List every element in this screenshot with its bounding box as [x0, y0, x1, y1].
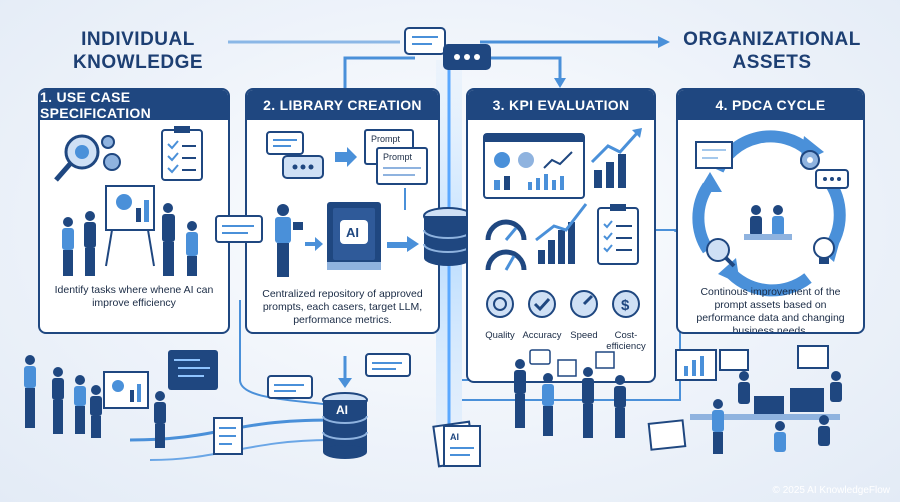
- kpi-cost-efficiency-label: Cost-efficiency: [606, 330, 646, 352]
- gauge-icon: [485, 219, 527, 271]
- document-label: AI: [450, 432, 459, 442]
- svg-text:$: $: [621, 297, 630, 314]
- magnifier-chart-icon: [706, 238, 736, 268]
- panel-description: Centralized repository of approved promp…: [262, 288, 423, 326]
- panel-illustration: Prompt Prompt AI: [266, 129, 428, 277]
- panel-illustration: [692, 130, 849, 297]
- blueprint-icon: [695, 141, 733, 169]
- quality-icon: [486, 290, 514, 318]
- chat-bubble-dots-icon: [282, 155, 324, 179]
- checkmark-icon: [528, 290, 556, 318]
- panel-description: Continous improvement of the prompt asse…: [696, 286, 845, 334]
- panel-title: 3. KPI EVALUATION: [468, 90, 654, 120]
- person-with-tablet-icon: [275, 204, 303, 277]
- arrow-right-icon: [305, 237, 323, 251]
- individual-knowledge-title: INDIVIDUAL KNOWLEDGE: [72, 29, 204, 73]
- ai-database-icon: AI: [322, 392, 368, 459]
- document-stack-icon: AI: [432, 420, 481, 468]
- presenter-group-icon: [24, 355, 166, 448]
- team-discussion-icon: [514, 349, 626, 438]
- database-icon: [423, 207, 473, 266]
- magnifier-gears-icon: [54, 134, 121, 182]
- footer-copyright: © 2025 AI KnowledgeFlow: [772, 485, 890, 496]
- speedometer-icon: [570, 290, 598, 318]
- database-label: AI: [336, 403, 348, 417]
- panel-illustration: [54, 126, 203, 276]
- chat-bubble-icon: [365, 353, 411, 377]
- panel-title: 2. LIBRARY CREATION: [247, 90, 438, 120]
- arrow-right-icon: [387, 236, 419, 252]
- ai-book-icon: AI: [327, 202, 381, 270]
- arrow-right-icon: [335, 147, 357, 167]
- dashboard-screen-icon: [483, 133, 585, 199]
- prompt-card-label: Prompt: [383, 152, 413, 162]
- panel-kpi-evaluation: 3. KPI EVALUATION: [466, 88, 656, 383]
- prompt-cards-icon: Prompt Prompt: [364, 129, 428, 185]
- kpi-quality-label: Quality: [485, 330, 515, 341]
- panel-pdca-cycle: 4. PDCA CYCLE Continous: [676, 88, 865, 334]
- chat-bubble-icon: [404, 27, 446, 55]
- kpi-accuracy-label: Accuracy: [522, 330, 562, 341]
- code-window-icon: [168, 350, 218, 390]
- panel-title: 1. USE CASE SPECIFICATION: [40, 90, 228, 121]
- bar-chart-rising-icon: [535, 203, 588, 264]
- team-meeting-icon: [744, 205, 792, 240]
- growth-chart-icon: [590, 128, 642, 188]
- chat-bubble-dots-icon: [443, 44, 491, 70]
- panel-illustration: $: [483, 128, 642, 318]
- panel-description: Identify tasks where whene AI can improv…: [54, 284, 214, 309]
- gear-icon: [800, 150, 820, 170]
- document-icon: [213, 417, 243, 455]
- book-label: AI: [346, 225, 359, 240]
- presentation-board-icon: [105, 185, 155, 267]
- prompt-card-label: Prompt: [371, 134, 401, 144]
- office-team-icon: [647, 345, 842, 454]
- chat-bubble-icon: [267, 375, 313, 399]
- checklist-clipboard-icon: [161, 126, 203, 181]
- chat-bubble-icon: [266, 131, 304, 155]
- panel-title: 4. PDCA CYCLE: [678, 90, 863, 120]
- dollar-icon: $: [612, 290, 640, 318]
- chat-bubble-dots-icon: [815, 169, 849, 189]
- panel-use-case-specification: 1. USE CASE SPECIFICATION: [38, 88, 230, 334]
- panel-library-creation: 2. LIBRARY CREATION Prompt Prompt: [245, 88, 440, 334]
- chat-bubble-icon: [215, 215, 263, 243]
- arrow-down-icon: [338, 356, 352, 388]
- checklist-clipboard-icon: [597, 204, 639, 265]
- kpi-speed-label: Speed: [570, 330, 598, 341]
- organizational-assets-title: ORGANIZATIONAL ASSETS: [683, 29, 861, 73]
- team-people-icon: [62, 203, 198, 276]
- lightbulb-icon: [813, 237, 835, 264]
